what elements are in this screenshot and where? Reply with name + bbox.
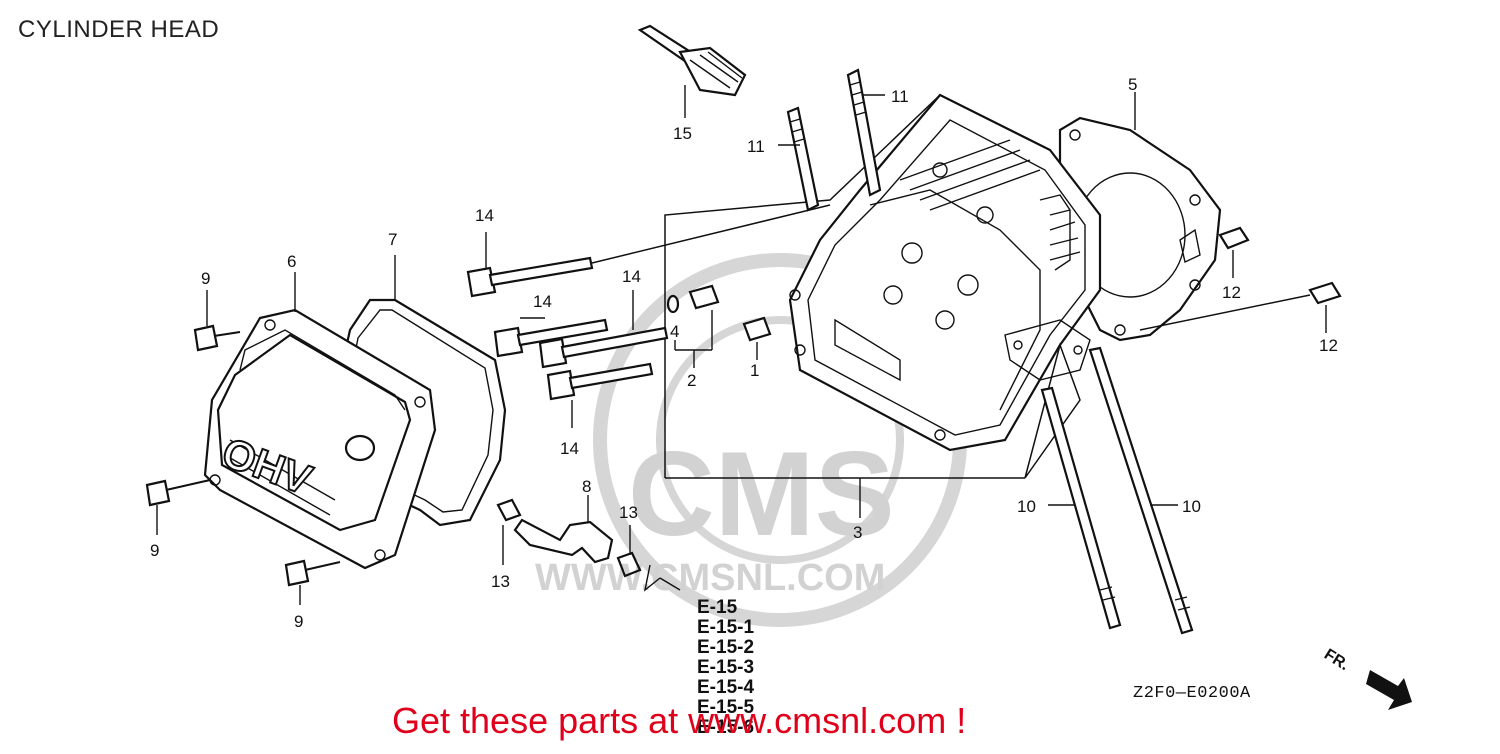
callout-9-bottom: 9: [294, 612, 303, 631]
cover-bolts: [145, 290, 341, 605]
callout-1: 1: [750, 361, 759, 380]
stud-bolts-long: [1040, 346, 1194, 635]
callout-6: 6: [287, 252, 296, 271]
parts-banner-link[interactable]: Get these parts at www.cmsnl.com !: [392, 700, 967, 741]
spark-plug: [637, 24, 747, 118]
head-bolts: [466, 204, 831, 428]
assembly-outline: [664, 94, 1081, 479]
stud-bolts-upper: [778, 68, 885, 212]
watermark-url: WWW.CMSNL.COM: [535, 557, 885, 599]
callout-13-left: 13: [491, 572, 510, 591]
dowel-pins: [1139, 226, 1342, 333]
section-ref[interactable]: E-15-5: [697, 697, 755, 718]
section-ref[interactable]: E-15: [697, 597, 738, 618]
page-title: CYLINDER HEAD: [18, 16, 220, 43]
callout-10-right: 10: [1182, 497, 1201, 516]
callout-14-mid: 14: [533, 292, 552, 311]
section-ref[interactable]: E-15-6: [697, 717, 755, 738]
callout-12-lower: 12: [1319, 336, 1338, 355]
callout-13-right: 13: [619, 503, 638, 522]
callout-11-left: 11: [747, 137, 765, 156]
callout-14-right: 14: [622, 267, 641, 286]
callout-8: 8: [582, 477, 591, 496]
front-arrow-icon: [1366, 670, 1412, 710]
diagram-reference-code: Z2F0—E0200A: [1133, 684, 1251, 703]
callout-15: 15: [673, 124, 692, 143]
valve-cover: OHV: [203, 272, 437, 570]
callout-3: 3: [853, 523, 862, 542]
watermark-brand: CMS: [628, 427, 895, 561]
section-ref[interactable]: E-15-4: [697, 677, 755, 698]
watermark-logo: CMS WWW.CMSNL.COM: [535, 253, 967, 627]
section-ref[interactable]: E-15-3: [697, 657, 755, 678]
pins-and-washers: [666, 284, 772, 368]
callout-2: 2: [687, 371, 696, 390]
breather-tube: [496, 495, 681, 592]
section-ref[interactable]: E-15-1: [697, 617, 755, 638]
callout-12-upper: 12: [1222, 283, 1241, 302]
section-reference-list: E-15 E-15-1 E-15-2 E-15-3 E-15-4 E-15-5 …: [697, 598, 754, 738]
callout-11-right: 11: [891, 87, 909, 106]
callout-4: 4: [670, 322, 679, 341]
callout-7: 7: [388, 230, 397, 249]
section-ref[interactable]: E-15-2: [697, 637, 755, 658]
callout-14-bottom: 14: [560, 439, 579, 458]
callout-10-left: 10: [1017, 497, 1036, 516]
callout-labels: 1 2 3 4 5 6 7 8 9 9 9 10 10 11 11 12 12 …: [150, 75, 1338, 631]
callout-9-left: 9: [150, 541, 159, 560]
callout-14-top: 14: [475, 206, 494, 225]
callout-5: 5: [1128, 75, 1137, 94]
callout-9-top: 9: [201, 269, 210, 288]
